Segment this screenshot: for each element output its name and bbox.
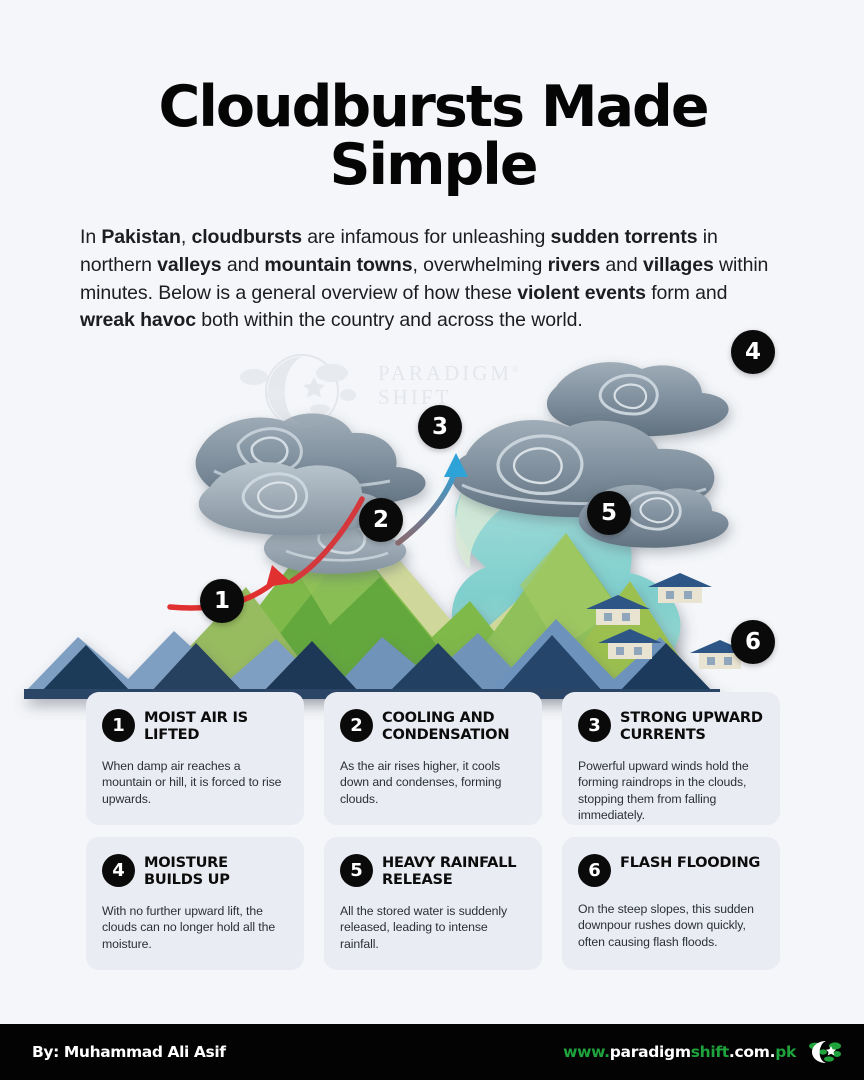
header-section: Cloudbursts Made Simple In Pakistan, clo… xyxy=(0,0,864,335)
step-card-header: 3 STRONG UPWARD CURRENTS xyxy=(578,708,764,744)
intro-paragraph: In Pakistan, cloudbursts are infamous fo… xyxy=(80,224,780,335)
author-byline: By: Muhammad Ali Asif xyxy=(32,1043,226,1061)
step-card-header: 2 COOLING AND CONDENSATION xyxy=(340,708,526,744)
intro-emphasis: cloudbursts xyxy=(191,226,302,249)
url-segment: paradigm xyxy=(609,1043,691,1061)
intro-text: within minutes. Below is a general overv… xyxy=(80,253,769,304)
url-segment: www. xyxy=(563,1043,610,1061)
intro-text: , xyxy=(180,226,192,249)
intro-text: both within the country and across the w… xyxy=(195,309,583,332)
intro-text: are infamous for unleashing xyxy=(301,226,551,249)
step-card-1: 1 MOIST AIR IS LIFTED When damp air reache… xyxy=(86,692,304,825)
village-houses xyxy=(586,573,750,669)
intro-emphasis: Pakistan xyxy=(101,226,181,249)
intro-emphasis: violent events xyxy=(517,281,646,304)
step-description: All the stored water is suddenly release… xyxy=(340,903,507,951)
step-description: As the air rises higher, it cools down a… xyxy=(340,758,502,806)
website-url[interactable]: www.paradigmshift.com.pk xyxy=(563,1043,796,1061)
intro-emphasis: rivers xyxy=(547,253,601,276)
step-card-2: 2 COOLING AND CONDENSATION As the air rise… xyxy=(324,692,542,825)
step-title: STRONG UPWARD CURRENTS xyxy=(620,709,763,743)
intro-text: and xyxy=(600,253,643,276)
step-badge-5: 5 xyxy=(340,854,373,887)
step-card-header: 1 MOIST AIR IS LIFTED xyxy=(102,708,288,744)
step-badge-2: 2 xyxy=(340,709,373,742)
step-card-4: 4 MOISTURE BUILDS UP With no further upwar… xyxy=(86,837,304,970)
step-description: When damp air reaches a mountain or hill… xyxy=(102,758,282,806)
intro-emphasis: mountain towns xyxy=(264,253,413,276)
illustration-marker-1: 1 xyxy=(200,579,244,623)
url-segment: pk xyxy=(775,1043,796,1061)
step-title: MOIST AIR IS LIFTED xyxy=(144,709,248,743)
step-badge-4: 4 xyxy=(102,854,135,887)
illustration-marker-4: 4 xyxy=(731,330,775,374)
step-card-5: 5 HEAVY RAINFALL RELEASE All the stored wa… xyxy=(324,837,542,970)
intro-text: form and xyxy=(645,281,728,304)
step-card-header: 4 MOISTURE BUILDS UP xyxy=(102,853,288,889)
step-card-6: 6 FLASH FLOODING On the steep slopes, this… xyxy=(562,837,780,970)
step-card-header: 5 HEAVY RAINFALL RELEASE xyxy=(340,853,526,889)
step-badge-6: 6 xyxy=(578,854,611,887)
steps-grid: 1 MOIST AIR IS LIFTED When damp air reache… xyxy=(86,692,780,970)
step-description: With no further upward lift, the clouds … xyxy=(102,903,276,951)
illustration-marker-3: 3 xyxy=(418,405,462,449)
intro-emphasis: wreak havoc xyxy=(80,309,196,332)
intro-emphasis: sudden torrents xyxy=(550,226,698,249)
page-title: Cloudbursts Made Simple xyxy=(158,74,710,199)
url-segment: .com. xyxy=(728,1043,776,1061)
step-title: HEAVY RAINFALL RELEASE xyxy=(382,854,517,888)
step-description: Powerful upward winds hold the forming r… xyxy=(578,758,749,823)
step-title: MOISTURE BUILDS UP xyxy=(144,854,230,888)
illustration-marker-2: 2 xyxy=(359,498,403,542)
step-badge-1: 1 xyxy=(102,709,135,742)
footer-brand: www.paradigmshift.com.pk xyxy=(563,1039,842,1065)
url-segment: shift xyxy=(690,1043,730,1061)
intro-text: and xyxy=(221,253,265,276)
footer-bar: By: Muhammad Ali Asif www.paradigmshift.… xyxy=(0,1024,864,1080)
illustration-marker-6: 6 xyxy=(731,620,775,664)
illustration-marker-5: 5 xyxy=(587,491,631,535)
cloud-cluster-top-right xyxy=(546,362,729,437)
step-card-header: 6 FLASH FLOODING xyxy=(578,853,764,887)
step-description: On the steep slopes, this sudden downpou… xyxy=(578,902,754,949)
intro-text: , overwhelming xyxy=(412,253,548,276)
cloud-cluster-mid-left xyxy=(198,462,384,536)
cloudburst-scene-svg xyxy=(24,362,750,699)
step-badge-3: 3 xyxy=(578,709,611,742)
intro-emphasis: villages xyxy=(642,253,714,276)
pakistan-flag-globe-icon xyxy=(809,1041,841,1063)
step-title: COOLING AND CONDENSATION xyxy=(382,709,510,743)
intro-text: in northern xyxy=(80,226,718,276)
step-title: FLASH FLOODING xyxy=(620,854,761,871)
intro-text: In xyxy=(80,226,102,249)
step-card-3: 3 STRONG UPWARD CURRENTS Powerful upward w… xyxy=(562,692,780,825)
blue-updraft-arrow xyxy=(395,453,468,546)
intro-emphasis: valleys xyxy=(157,253,222,276)
